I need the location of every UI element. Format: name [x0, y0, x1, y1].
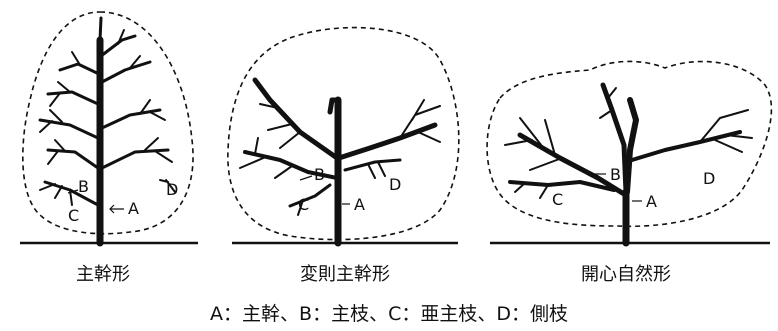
open-center-diagram: A B C D 開心自然形 [486, 60, 773, 285]
arrow-b [299, 175, 313, 181]
label-a: A [128, 199, 139, 218]
arrow-a [109, 204, 124, 214]
central-leader-diagram: A B C D 主幹形 [20, 11, 198, 285]
canopy-outline [22, 11, 194, 235]
label-d: D [389, 175, 401, 194]
label-b: B [78, 177, 89, 196]
canopy-outline [486, 60, 773, 228]
label-d: D [703, 169, 715, 188]
label-c: C [298, 195, 309, 214]
caption-modified-leader: 変則主幹形 [300, 264, 390, 285]
caption-central-leader: 主幹形 [76, 264, 130, 285]
label-c: C [552, 190, 563, 209]
label-c: C [68, 206, 79, 225]
canopy-outline [227, 26, 460, 241]
label-a: A [646, 192, 657, 211]
legend: A：主幹、B：主枝、C：亜主枝、D：側枝 [210, 303, 568, 325]
tree [38, 16, 176, 247]
arrow-b [67, 189, 79, 194]
modified-leader-diagram: A B C D 変則主幹形 [227, 26, 460, 285]
label-b: B [610, 165, 621, 184]
label-b: B [314, 165, 325, 184]
tree [504, 82, 753, 247]
tree [239, 77, 441, 247]
caption-open-center: 開心自然形 [581, 264, 671, 285]
label-a: A [354, 195, 365, 214]
label-d: D [166, 180, 178, 199]
